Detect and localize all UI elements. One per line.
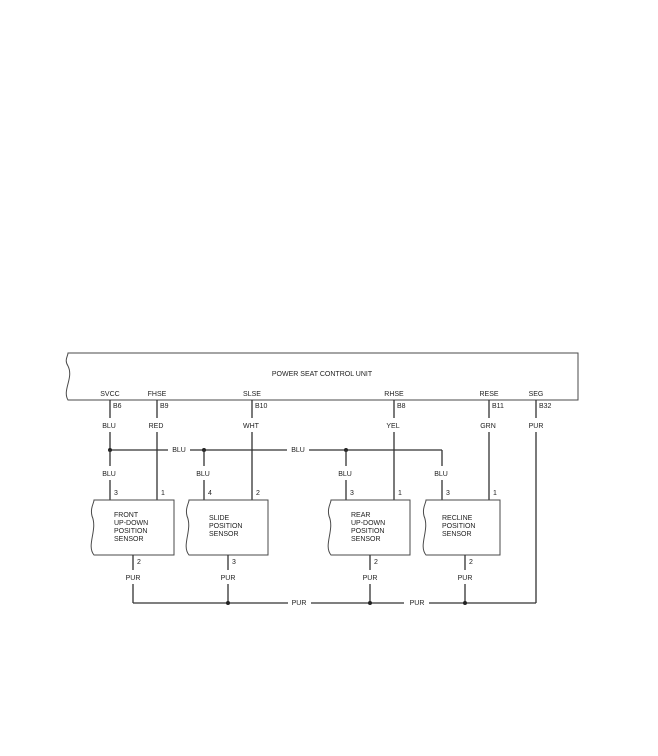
sensor-name-recline: RECLINE POSITION SENSOR [442,515,477,538]
terminal-signal-svcc: SVCC [100,391,119,398]
ground-wire-label-slide: PUR [221,575,236,582]
pin-rear-supply: 3 [350,490,354,497]
ground-wire-label-recline: PUR [458,575,473,582]
pin-rear-ground: 2 [374,559,378,566]
sensor-name-slide: SLIDE POSITION SENSOR [209,515,244,538]
terminal-pin-b9: B9 [160,403,169,410]
sensor-name-rear-up-down: REAR UP-DOWN POSITION SENSOR [351,512,387,543]
junction-dot [368,601,372,605]
control-unit-box [65,352,579,401]
supply-wire-label-slide: BLU [196,471,210,478]
supply-wire-label-front: BLU [102,471,116,478]
terminal-pin-b32: B32 [539,403,552,410]
terminal-pin-b8: B8 [397,403,406,410]
wire-color-slse: WHT [243,423,260,430]
terminal-pin-b10: B10 [255,403,268,410]
wire-color-svcc: BLU [102,423,116,430]
wire-color-rhse: YEL [386,423,399,430]
pin-front-ground: 2 [137,559,141,566]
slide-position-sensor-box [185,499,269,556]
ground-wire-label-rear: PUR [363,575,378,582]
front-up-down-position-sensor-box [90,499,175,556]
terminal-signal-seg: SEG [529,391,544,398]
pur-bus-label-1: PUR [292,600,307,607]
pin-recline-supply: 3 [446,490,450,497]
pin-front-supply: 3 [114,490,118,497]
pin-front-signal: 1 [161,490,165,497]
rear-up-down-position-sensor-box [327,499,411,556]
control-unit-title: POWER SEAT CONTROL UNIT [272,371,373,378]
pin-slide-ground: 3 [232,559,236,566]
pin-recline-signal: 1 [493,490,497,497]
sensor-name-front-up-down: FRONT UP-DOWN POSITION SENSOR [114,512,150,543]
wire-color-fhse: RED [149,423,164,430]
terminal-signal-slse: SLSE [243,391,261,398]
terminal-signal-rese: RESE [479,391,498,398]
pur-bus-label-2: PUR [410,600,425,607]
terminal-signal-fhse: FHSE [148,391,167,398]
terminal-signal-rhse: RHSE [384,391,404,398]
terminal-pin-b11: B11 [492,403,504,410]
wire-color-seg: PUR [529,423,544,430]
junction-dot [226,601,230,605]
ground-wire-label-front: PUR [126,575,141,582]
blu-bus-label-1: BLU [172,447,186,454]
terminal-pin-b6: B6 [113,403,122,410]
wire-color-rese: GRN [480,423,496,430]
pin-recline-ground: 2 [469,559,473,566]
pin-slide-signal: 2 [256,490,260,497]
supply-wire-label-rear: BLU [338,471,352,478]
supply-wire-label-recline: BLU [434,471,448,478]
recline-position-sensor-box [422,499,501,556]
pin-slide-supply: 4 [208,490,212,497]
blu-bus-label-2: BLU [291,447,305,454]
pin-rear-signal: 1 [398,490,402,497]
junction-dot [463,601,467,605]
